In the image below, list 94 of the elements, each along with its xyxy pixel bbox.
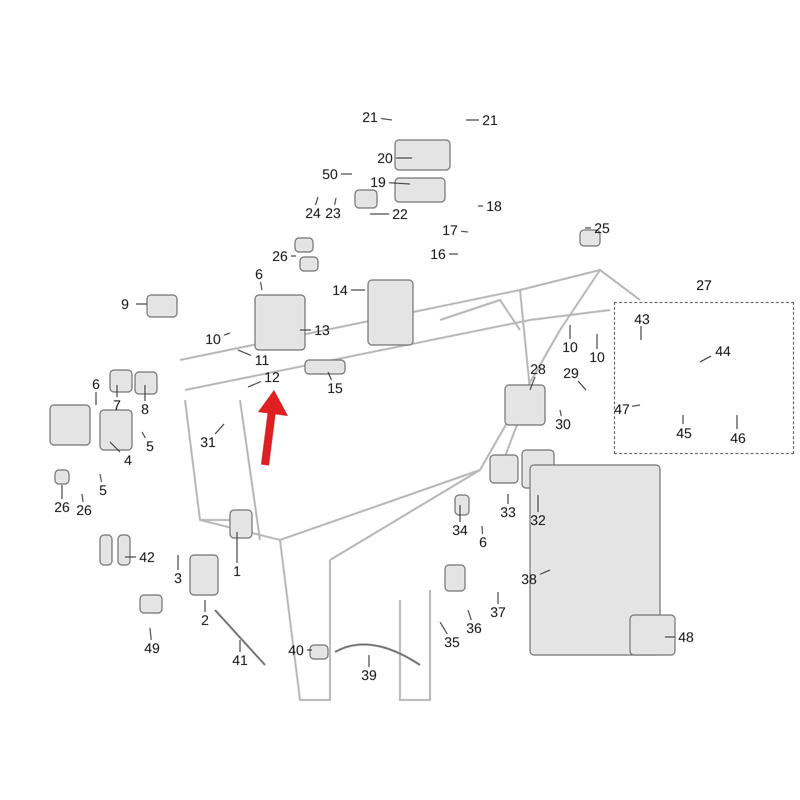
callout-number: 13 — [311, 322, 333, 338]
callout-number: 5 — [92, 482, 114, 498]
callout-number: 25 — [591, 220, 613, 236]
callout-number: 16 — [427, 246, 449, 262]
callout-number: 15 — [324, 380, 346, 396]
callout-number: 26 — [73, 502, 95, 518]
callout-number: 19 — [367, 174, 389, 190]
leader-line — [124, 556, 136, 558]
leader-line — [560, 410, 562, 416]
callout-number: 50 — [319, 166, 341, 182]
callout-number: 1 — [226, 563, 248, 579]
callout-number: 32 — [527, 512, 549, 528]
leader-line — [530, 376, 536, 390]
leader-line — [632, 404, 640, 407]
leader-line — [368, 654, 370, 668]
leader-line — [144, 384, 146, 402]
callout-number: 30 — [552, 416, 574, 432]
leader-line — [380, 118, 392, 120]
callout-number: 38 — [518, 571, 540, 587]
leader-line — [440, 622, 448, 634]
callout-number: 39 — [358, 667, 380, 683]
leader-line — [110, 442, 120, 452]
leader-line — [248, 381, 262, 388]
callout-number: 20 — [374, 150, 396, 166]
callout-number: 7 — [106, 397, 128, 413]
leader-line — [260, 282, 262, 290]
callout-number: 17 — [439, 222, 461, 238]
callout-number: 35 — [441, 634, 463, 650]
leader-line — [700, 356, 712, 362]
callout-number: 31 — [197, 434, 219, 450]
callout-number: 5 — [139, 438, 161, 454]
callout-number: 21 — [359, 109, 381, 125]
callout-number: 24 — [302, 205, 324, 221]
callout-number: 48 — [675, 629, 697, 645]
leader-line — [224, 332, 230, 336]
callout-number: 22 — [389, 206, 411, 222]
callout-number: 2 — [194, 612, 216, 628]
leader-line — [578, 380, 586, 390]
callout-number: 6 — [248, 266, 270, 282]
callout-number: 45 — [673, 425, 695, 441]
callout-number: 34 — [449, 522, 471, 538]
callout-number: 28 — [527, 361, 549, 377]
callout-number: 6 — [472, 534, 494, 550]
callout-number: 9 — [114, 296, 136, 312]
callout-number: 26 — [269, 248, 291, 264]
callout-number: 3 — [167, 570, 189, 586]
leader-line — [482, 526, 483, 534]
callout-number: 49 — [141, 640, 163, 656]
leader-line — [116, 384, 118, 398]
callout-number: 46 — [727, 430, 749, 446]
callout-number: 14 — [329, 282, 351, 298]
callout-number: 12 — [261, 369, 283, 385]
callout-number: 33 — [497, 504, 519, 520]
callout-number: 47 — [611, 401, 633, 417]
leader-line — [315, 196, 318, 206]
leader-line — [468, 610, 472, 620]
callout-number: 4 — [117, 452, 139, 468]
leader-line — [100, 474, 102, 482]
callout-number: 43 — [631, 311, 653, 327]
leader-line — [334, 198, 336, 206]
callout-number: 41 — [229, 652, 251, 668]
leader-line — [664, 636, 676, 638]
leader-line — [82, 494, 84, 502]
leader-line — [540, 570, 550, 575]
leader-line — [214, 424, 224, 434]
callout-number: 40 — [285, 642, 307, 658]
leader-line — [238, 350, 252, 356]
callout-number: 10 — [586, 349, 608, 365]
leader-line — [596, 334, 598, 350]
leader-line — [460, 230, 468, 232]
callout-number: 21 — [479, 112, 501, 128]
leader-line — [640, 326, 642, 340]
callout-number: 26 — [51, 499, 73, 515]
leader-line — [142, 432, 146, 438]
leader-line — [204, 600, 206, 612]
callout-number: 8 — [134, 401, 156, 417]
callout-number: 10 — [202, 331, 224, 347]
callout-number: 6 — [85, 376, 107, 392]
leader-line — [388, 182, 410, 184]
callout-number: 27 — [695, 277, 713, 293]
leader-line — [150, 628, 152, 640]
leader-line — [236, 532, 238, 564]
callout-number: 11 — [251, 352, 273, 368]
callout-number: 18 — [483, 198, 505, 214]
callout-number: 29 — [560, 365, 582, 381]
callout-number: 37 — [487, 604, 509, 620]
callout-number: 10 — [559, 339, 581, 355]
callout-number: 42 — [136, 549, 158, 565]
leader-line — [328, 372, 332, 380]
callout-number: 23 — [322, 205, 344, 221]
callout-number: 44 — [712, 343, 734, 359]
leader-line — [736, 414, 738, 430]
leader-line — [682, 414, 684, 424]
callout-number: 36 — [463, 620, 485, 636]
